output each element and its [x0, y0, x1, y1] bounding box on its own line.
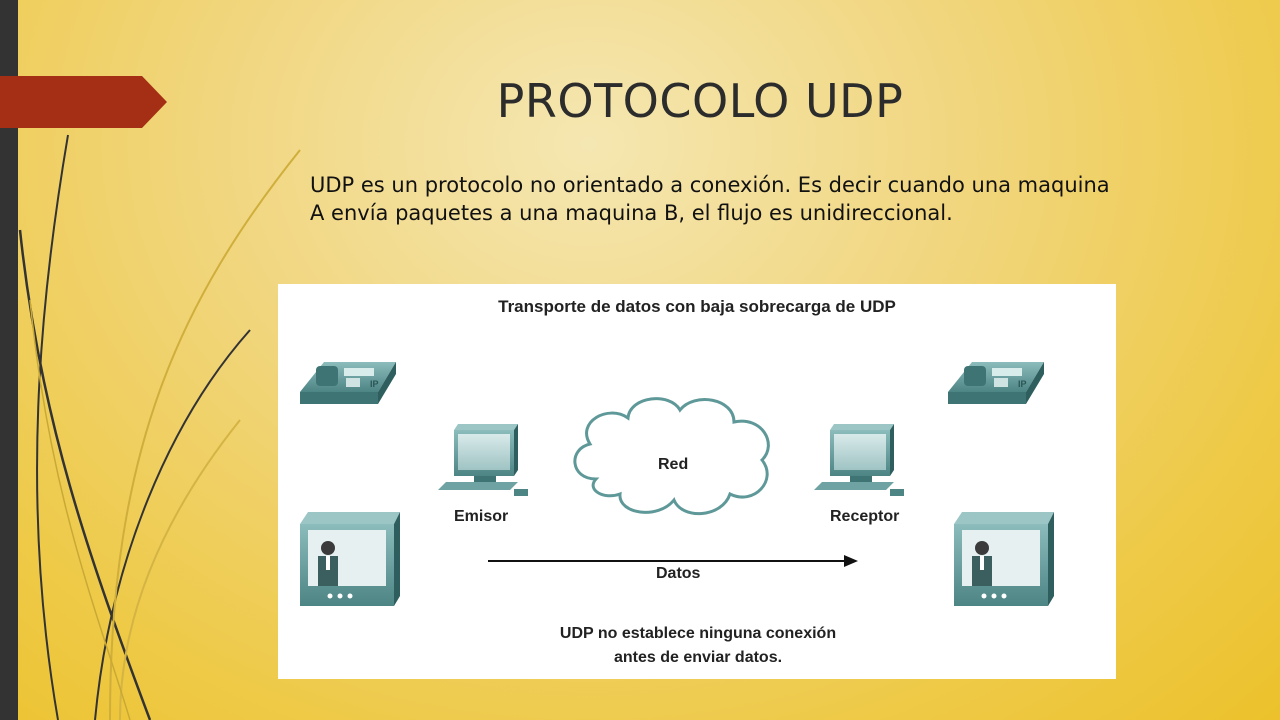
cloud-label: Red	[658, 456, 689, 473]
decorative-curves	[18, 134, 301, 720]
video-monitor-icon	[954, 512, 1054, 606]
udp-diagram: IP IP	[278, 284, 1116, 679]
arrow-icon	[488, 555, 858, 567]
sender-label: Emisor	[454, 508, 509, 525]
diagram-note: UDP no establece ninguna conexión antes …	[478, 622, 918, 670]
note-line-2: antes de enviar datos.	[613, 649, 783, 666]
computer-icon	[814, 424, 904, 496]
left-sidebar-bar	[0, 0, 18, 720]
ip-phone-icon: IP	[300, 362, 396, 404]
slide-title: PROTOCOLO UDP	[496, 74, 904, 128]
ip-badge: IP	[1018, 379, 1027, 389]
ip-badge: IP	[370, 379, 379, 389]
diagram-title: Transporte de datos con baja sobrecarga …	[498, 297, 896, 316]
receiver-label: Receptor	[830, 508, 900, 525]
note-line-1: UDP no establece ninguna conexión	[559, 625, 837, 642]
computer-icon	[438, 424, 528, 496]
slide-body-text: UDP es un protocolo no orientado a conex…	[310, 173, 1110, 225]
cloud-icon	[573, 397, 770, 515]
video-monitor-icon	[300, 512, 400, 606]
arrow-label: Datos	[656, 565, 701, 582]
accent-tag	[0, 76, 167, 128]
ip-phone-icon: IP	[948, 362, 1044, 404]
